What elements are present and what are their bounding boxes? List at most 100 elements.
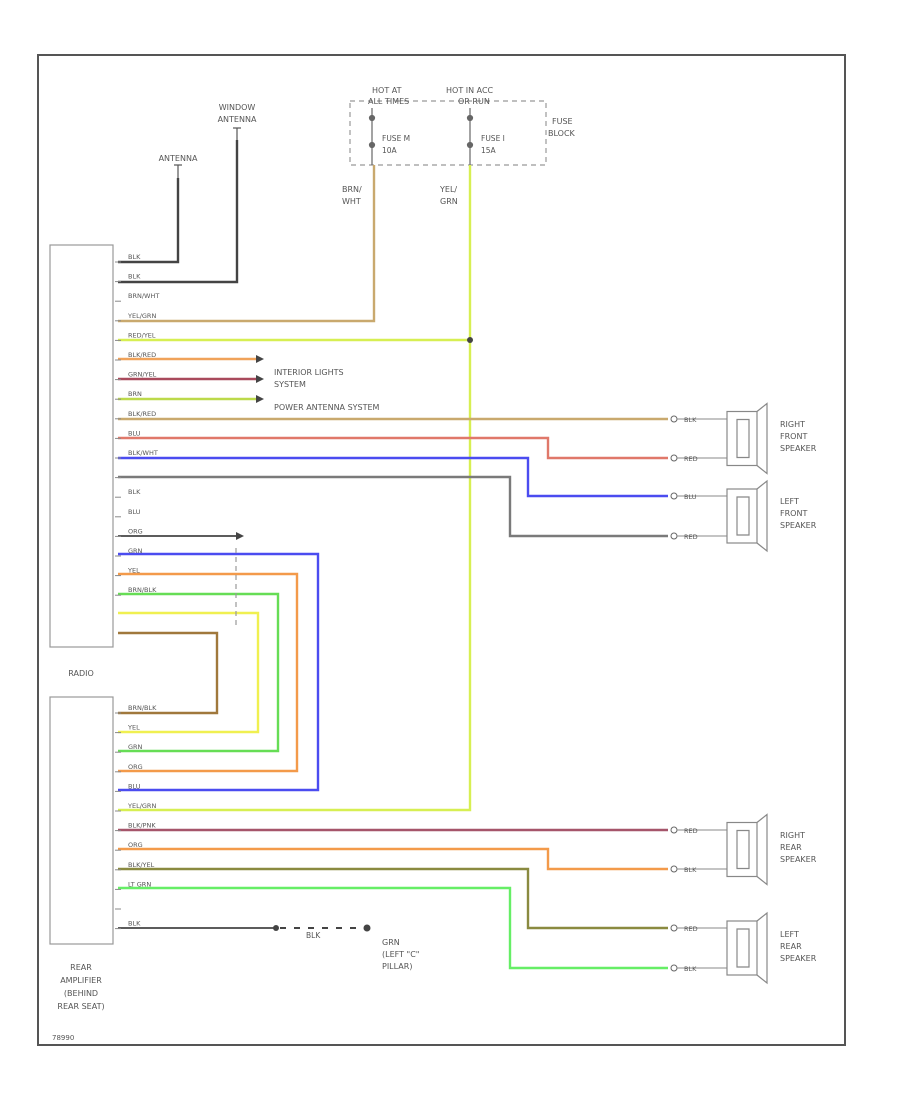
speaker-terminal-label: RED bbox=[684, 455, 698, 463]
svg-text:GRN: GRN bbox=[440, 197, 458, 206]
fuse-a-label: FUSE M 10A bbox=[382, 134, 410, 155]
wire-brn-blk-amp bbox=[118, 631, 219, 715]
svg-text:REAR: REAR bbox=[780, 942, 802, 951]
speaker-terminal-label: BLU bbox=[684, 493, 697, 501]
radio-pin-labels: BLKBLKBRN/WHTYEL/GRNRED/YELBLK/REDGRN/YE… bbox=[115, 253, 159, 596]
speaker-outline bbox=[736, 928, 750, 968]
svg-text:10A: 10A bbox=[382, 146, 398, 155]
pin-label: BRN bbox=[128, 390, 142, 398]
pin-label: BRN/BLK bbox=[128, 704, 157, 712]
wire-blu-lf bbox=[118, 456, 668, 498]
speaker-outline bbox=[726, 920, 758, 976]
pin-label: YEL/GRN bbox=[127, 312, 156, 320]
pin-label: ORG bbox=[128, 763, 143, 771]
speaker-terminal-label: RED bbox=[684, 827, 698, 835]
svg-text:REAR: REAR bbox=[70, 963, 92, 972]
pin-label: BLK/YEL bbox=[128, 861, 155, 869]
left-rear-speaker-label: LEFT REAR SPEAKER bbox=[780, 930, 817, 963]
speaker-terminal-label: BLK bbox=[684, 965, 697, 973]
radio-unit bbox=[49, 244, 114, 648]
speaker-terminal-label: RED bbox=[684, 925, 698, 933]
svg-text:RIGHT: RIGHT bbox=[780, 420, 805, 429]
svg-text:HOT AT: HOT AT bbox=[372, 86, 402, 95]
arrow-interior-2 bbox=[256, 375, 264, 383]
pin-label: BLK/RED bbox=[128, 351, 156, 359]
svg-text:OR RUN: OR RUN bbox=[458, 97, 490, 106]
pin-label: GRN bbox=[128, 547, 143, 555]
wire-yel-amp bbox=[118, 611, 260, 734]
arrow-power-antenna bbox=[256, 395, 264, 403]
splice-dot-acc bbox=[467, 337, 473, 343]
fuse-b-icon bbox=[466, 108, 474, 165]
speaker-terminal-label: BLK bbox=[684, 416, 697, 424]
wire-blk-yel-lr bbox=[118, 867, 668, 930]
svg-text:YEL/: YEL/ bbox=[439, 185, 457, 194]
svg-text:WHT: WHT bbox=[342, 197, 361, 206]
svg-text:SPEAKER: SPEAKER bbox=[780, 954, 817, 963]
pin-label: BLU bbox=[128, 782, 141, 790]
speaker-terminal bbox=[670, 454, 678, 462]
speaker-outline bbox=[756, 911, 768, 985]
fuse-block-label: FUSE BLOCK bbox=[548, 117, 576, 138]
svg-text:(LEFT "C": (LEFT "C" bbox=[382, 950, 419, 959]
svg-text:SYSTEM: SYSTEM bbox=[274, 380, 306, 389]
speaker-terminal bbox=[670, 924, 678, 932]
pin-label: BRN/BLK bbox=[128, 586, 157, 594]
svg-text:REAR: REAR bbox=[780, 843, 802, 852]
ground-dot-1 bbox=[273, 925, 279, 931]
pin-label: RED/YEL bbox=[128, 331, 156, 339]
wire-brn-wht-battery bbox=[118, 165, 376, 323]
radio-label: RADIO bbox=[68, 669, 94, 678]
brn-wht-label: BRN/ WHT bbox=[342, 185, 362, 206]
speaker-terminal bbox=[670, 492, 678, 500]
wire-org-rr bbox=[118, 847, 668, 871]
wire-yel-grn-amp bbox=[118, 340, 472, 812]
pin-label: BLK bbox=[128, 920, 141, 928]
speaker-outline bbox=[726, 410, 758, 467]
right-front-speaker-label: RIGHT FRONT SPEAKER bbox=[780, 420, 817, 453]
speaker-outline bbox=[756, 402, 768, 475]
wire-lt-grn-lr bbox=[118, 886, 668, 970]
svg-text:(BEHIND: (BEHIND bbox=[64, 989, 98, 998]
speaker-terminal bbox=[670, 964, 678, 972]
wire-blk-red-rf bbox=[118, 436, 668, 460]
svg-text:WINDOW: WINDOW bbox=[219, 103, 256, 112]
wires bbox=[118, 140, 668, 970]
speaker-terminal bbox=[670, 865, 678, 873]
speaker-outline bbox=[736, 418, 750, 459]
speaker-terminal-label: BLK bbox=[684, 866, 697, 874]
speaker-outline bbox=[756, 813, 768, 886]
ground-wire-label: BLK bbox=[306, 931, 321, 940]
pin-label: YEL bbox=[127, 724, 140, 732]
arrow-shield bbox=[236, 532, 244, 540]
ground-dot-2 bbox=[363, 924, 371, 932]
interior-lights-label: INTERIOR LIGHTS SYSTEM bbox=[274, 368, 344, 389]
svg-text:ANTENNA: ANTENNA bbox=[218, 115, 257, 124]
speaker-outline bbox=[726, 488, 758, 544]
fuse-b-label: FUSE I 15A bbox=[481, 134, 505, 155]
hot-in-acc-label: HOT IN ACC OR RUN bbox=[446, 86, 494, 106]
svg-text:FRONT: FRONT bbox=[780, 432, 807, 441]
rear-amplifier-label: REAR AMPLIFIER (BEHIND REAR SEAT) bbox=[57, 963, 104, 1011]
pin-label: BLU bbox=[128, 508, 141, 516]
hot-at-all-times-label: HOT AT ALL TIMES bbox=[368, 86, 409, 106]
pin-label: LT GRN bbox=[128, 880, 151, 888]
right-front-speaker: BLK RED bbox=[670, 402, 768, 475]
speaker-terminal bbox=[670, 532, 678, 540]
antenna-label: ANTENNA bbox=[159, 154, 198, 163]
speaker-outline bbox=[756, 479, 768, 553]
wire-yel-grn-acc bbox=[118, 165, 472, 342]
pin-label: ORG bbox=[128, 527, 143, 535]
pin-label: YEL bbox=[127, 567, 140, 575]
svg-text:INTERIOR LIGHTS: INTERIOR LIGHTS bbox=[274, 368, 344, 377]
svg-text:BLOCK: BLOCK bbox=[548, 129, 576, 138]
svg-text:FUSE M: FUSE M bbox=[382, 134, 410, 143]
svg-text:GRN: GRN bbox=[382, 938, 400, 947]
diagram-frame bbox=[37, 54, 846, 1046]
left-front-speaker-label: LEFT FRONT SPEAKER bbox=[780, 497, 817, 530]
power-antenna-label: POWER ANTENNA SYSTEM bbox=[274, 403, 380, 412]
svg-text:PILLAR): PILLAR) bbox=[382, 962, 412, 971]
svg-text:REAR SEAT): REAR SEAT) bbox=[57, 1002, 104, 1011]
